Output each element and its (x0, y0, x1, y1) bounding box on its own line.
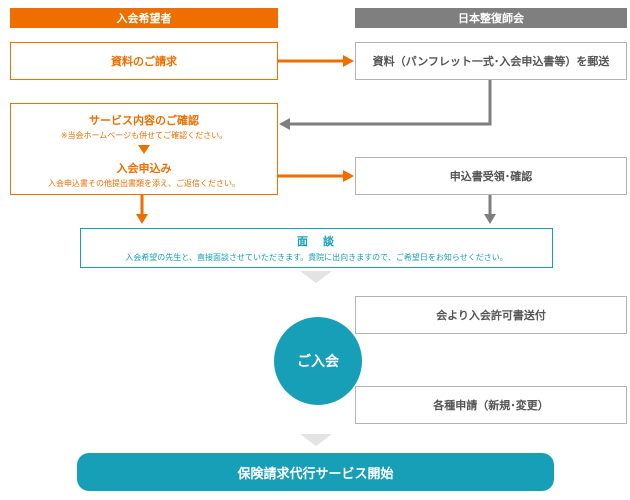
arrow-apply-to-receive (278, 170, 354, 182)
chevron-down-icon (300, 271, 332, 283)
apply-note: 入会申込書その他提出書類を添え、ご返信ください。 (48, 179, 240, 188)
join-circle: ご入会 (274, 317, 362, 405)
send-permit-label: 会より入会許可書送付 (436, 309, 546, 322)
arrow-receive-down (484, 195, 496, 224)
service-start-banner: 保険請求代行サービス開始 (77, 453, 554, 491)
confirm-note: ※当会ホームページも併せてご確認ください。 (60, 131, 228, 140)
down-triangle-icon (138, 145, 150, 154)
applicant-column-header: 入会希望者 (10, 8, 278, 28)
send-materials-label: 資料（パンフレット一式･入会申込書等）を郵送 (372, 55, 610, 68)
service-start-label: 保険請求代行サービス開始 (237, 466, 394, 482)
join-label: ご入会 (297, 354, 339, 370)
arrow-apply-down (136, 195, 148, 224)
interview-title: 面 談 (297, 235, 336, 248)
applications-box: 各種申請（新規･変更） (355, 386, 627, 424)
applications-label: 各種申請（新規･変更） (433, 399, 549, 412)
interview-box: 面 談 入会希望の先生と、直接面談させていただきます。貴院に出向きますので、ご希… (80, 228, 553, 268)
request-materials-box: 資料のご請求 (10, 42, 278, 80)
receive-confirm-label: 申込書受領･確認 (449, 170, 533, 183)
association-column-header: 日本整復師会 (355, 8, 627, 28)
arrow-send-to-confirm (279, 80, 492, 130)
chevron-down-icon (300, 434, 332, 446)
arrow-request-to-send (278, 55, 354, 67)
confirm-services-label: サービス内容のご確認 (89, 114, 199, 127)
interview-note: 入会希望の先生と、直接面談させていただきます。貴院に出向きますので、ご希望日をお… (125, 253, 508, 262)
confirm-and-apply-box: サービス内容のご確認 ※当会ホームページも併せてご確認ください。 入会申込み 入… (10, 103, 278, 195)
receive-confirm-box: 申込書受領･確認 (355, 157, 627, 195)
request-materials-label: 資料のご請求 (111, 55, 177, 68)
send-permit-box: 会より入会許可書送付 (355, 296, 627, 334)
apply-label: 入会申込み (116, 162, 172, 175)
send-materials-box: 資料（パンフレット一式･入会申込書等）を郵送 (355, 42, 627, 80)
